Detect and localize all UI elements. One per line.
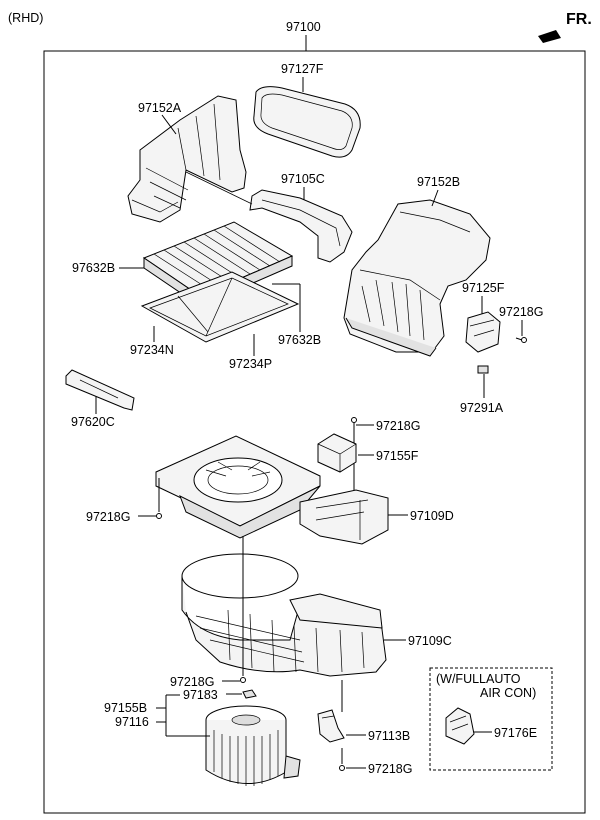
gasket-part bbox=[253, 86, 361, 158]
auto-aircon-module-part bbox=[445, 707, 475, 745]
part-label-97234P: 97234P bbox=[229, 357, 272, 371]
assembly-frame bbox=[43, 50, 586, 814]
part-label-97152B: 97152B bbox=[417, 175, 460, 189]
front-arrow-icon bbox=[538, 30, 561, 43]
front-direction-label: FR. bbox=[566, 11, 592, 28]
part-label-97620C: 97620C bbox=[71, 415, 115, 429]
part-label-97218G-e: 97218G bbox=[368, 762, 412, 776]
screw-part bbox=[515, 337, 527, 343]
option-box-line1: (W/FULLAUTO bbox=[436, 672, 521, 686]
part-label-97218G-b: 97218G bbox=[376, 419, 420, 433]
part-label-97125F: 97125F bbox=[462, 281, 505, 295]
option-box bbox=[429, 667, 553, 771]
bracket-part bbox=[65, 369, 135, 411]
blower-motor-part bbox=[205, 705, 301, 786]
part-label-97109D: 97109D bbox=[410, 509, 454, 523]
duct-part bbox=[249, 189, 353, 263]
assembly-number-label: 97100 bbox=[286, 20, 321, 34]
part-label-97105C: 97105C bbox=[281, 172, 325, 186]
lower-blower-case-part bbox=[181, 553, 387, 677]
part-label-97291A: 97291A bbox=[460, 401, 504, 415]
actuator-part bbox=[465, 311, 501, 353]
part-label-97218G-a: 97218G bbox=[499, 305, 543, 319]
part-label-97127F: 97127F bbox=[281, 62, 324, 76]
clip-part bbox=[242, 689, 257, 699]
screw-part bbox=[339, 748, 345, 771]
case-left-part bbox=[127, 95, 247, 223]
screw-part bbox=[156, 478, 162, 519]
part-label-97632B-right: 97632B bbox=[278, 333, 321, 347]
part-label-97155B: 97155B bbox=[104, 701, 147, 715]
variant-label: (RHD) bbox=[8, 11, 43, 25]
part-label-97113B: 97113B bbox=[368, 729, 410, 743]
part-label-97632B-left: 97632B bbox=[72, 261, 115, 275]
part-label-97152A: 97152A bbox=[138, 101, 182, 115]
part-label-97234N: 97234N bbox=[130, 343, 174, 357]
part-label-97218G-d: 97218G bbox=[170, 675, 214, 689]
option-box-line2: AIR CON) bbox=[480, 686, 536, 700]
part-label-97176E: 97176E bbox=[494, 726, 537, 740]
part-label-97116: 97116 bbox=[115, 715, 149, 729]
part-label-97218G-c: 97218G bbox=[86, 510, 130, 524]
case-right-part bbox=[343, 199, 491, 357]
filter-holder-part bbox=[140, 271, 300, 343]
part-label-97155F: 97155F bbox=[376, 449, 419, 463]
part-label-97109C: 97109C bbox=[408, 634, 452, 648]
clip-part bbox=[477, 365, 489, 374]
blower-resistor-part bbox=[317, 709, 345, 743]
screw-part bbox=[240, 536, 246, 683]
upper-blower-case-part bbox=[155, 435, 389, 545]
resistor-part bbox=[317, 433, 357, 473]
part-label-97183: 97183 bbox=[183, 688, 218, 702]
